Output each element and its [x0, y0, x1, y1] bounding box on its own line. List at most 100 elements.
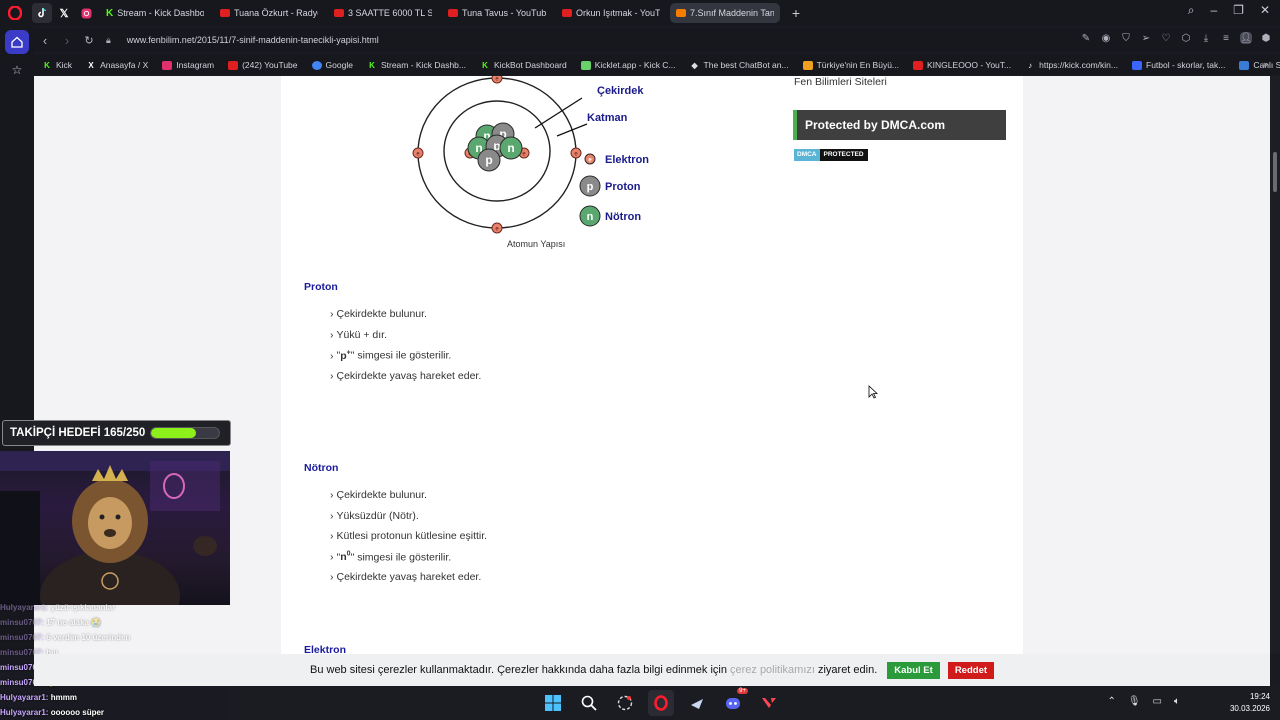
star-icon: ☆: [11, 63, 23, 77]
bookmark-13[interactable]: Canlı Sonuçlar - İdd...: [1239, 60, 1280, 70]
bookmark-12[interactable]: Futbol - skorlar, tak...: [1132, 60, 1225, 70]
item-text: Çekirdekte bulunur.: [336, 308, 427, 320]
menu-icon[interactable]: ≡: [1223, 32, 1229, 44]
restore-button[interactable]: ❐: [1233, 3, 1244, 17]
shield-icon[interactable]: ⛉: [1122, 32, 1130, 44]
reload-button[interactable]: ↻: [84, 34, 94, 47]
bookmark-11[interactable]: ♪https://kick.com/kin...: [1025, 60, 1118, 70]
system-clock[interactable]: 19:24 30.03.2026: [1229, 692, 1270, 713]
search-tabs-icon[interactable]: ⌕: [1187, 3, 1195, 17]
taskbar-search-button[interactable]: [576, 690, 602, 716]
tab-4[interactable]: Orkun Işıtmak - YouTube: [556, 3, 666, 23]
url-field[interactable]: www.fenbilim.net/2015/11/7-sinif-maddeni…: [126, 35, 379, 45]
home-icon: [11, 36, 23, 48]
bookmark-label: Canlı Sonuçlar - İdd...: [1253, 60, 1280, 70]
cookie-text: Bu web sitesi çerezler kullanmaktadır. Ç…: [309, 664, 727, 676]
bookmark-8[interactable]: ◆The best ChatBot an...: [690, 60, 788, 70]
dmca-badge[interactable]: DMCA PROTECTED: [794, 149, 868, 161]
bookmark-10[interactable]: KINGLEOOO - YouT...: [913, 60, 1011, 70]
chevron-right-icon: ›: [330, 509, 334, 522]
electron-dot: [570, 147, 582, 159]
youtube-icon: [913, 60, 924, 70]
bookmarks-overflow-icon[interactable]: »: [1262, 59, 1268, 69]
accept-cookies-button[interactable]: Kabul Et: [887, 661, 940, 679]
tiktok-icon: ♪: [1028, 60, 1033, 70]
reject-cookies-button[interactable]: Reddet: [947, 661, 995, 679]
taskbar-valorant[interactable]: [756, 690, 782, 716]
mouse-cursor-icon: [868, 385, 878, 399]
display-icon[interactable]: ▭: [1152, 696, 1162, 707]
electron-dot: [412, 147, 424, 159]
volume-icon[interactable]: 🔈︎: [1174, 696, 1180, 707]
notron-item: ›Kütlesi protonun kütlesine eşittir.: [330, 530, 487, 551]
discord-icon: [726, 698, 740, 709]
minimize-button[interactable]: –: [1210, 3, 1218, 17]
chat-username: minsu0707:: [0, 648, 45, 657]
legend-label: Proton: [605, 181, 641, 193]
follower-goal-widget: TAKİPÇİ HEDEFİ 165/250: [2, 420, 231, 446]
camera-icon[interactable]: ◉: [1101, 32, 1111, 44]
bookmark-label: KINGLEOOO - YouT...: [927, 60, 1012, 70]
nucleus-particle-label: p: [499, 127, 506, 141]
taskbar-app-gx[interactable]: [612, 690, 638, 716]
tiktok-pinned-tab[interactable]: [32, 3, 52, 23]
close-button[interactable]: ✕: [1259, 3, 1270, 17]
tab-label: 3 SAATTE 6000 TL SERİSİ #: [348, 8, 432, 18]
electron-label: e: [495, 227, 499, 233]
kicklet-icon: [580, 60, 591, 70]
cookie-policy-link[interactable]: çerez politikamızı: [729, 664, 815, 676]
chevron-right-icon: ›: [330, 308, 334, 320]
back-button[interactable]: ‹: [42, 32, 48, 48]
send-icon[interactable]: ➢: [1141, 32, 1151, 44]
bookmark-9[interactable]: Türkiye'nin En Büyü...: [802, 60, 899, 70]
item-text: ": [336, 349, 341, 362]
extension-icon[interactable]: ⬢: [1261, 32, 1271, 44]
taskbar-opera[interactable]: [648, 690, 674, 716]
forward-button[interactable]: ›: [64, 32, 70, 48]
heart-icon[interactable]: ♡: [1161, 32, 1171, 44]
scroll-thumb[interactable]: [1273, 152, 1277, 192]
bookmark-7[interactable]: Kicklet.app - Kick C...: [580, 60, 676, 70]
shell-label: Katman: [587, 112, 628, 124]
x-pinned-tab[interactable]: 𝕏: [54, 3, 74, 23]
bookmark-label: Stream - Kick Dashb...: [380, 60, 466, 70]
microphone-icon[interactable]: 🎙︎: [1127, 696, 1141, 707]
profile-icon[interactable]: 👤︎: [1239, 32, 1253, 44]
instagram-pinned-tab[interactable]: [76, 3, 96, 23]
tab-1[interactable]: Tuana Özkurt - Radyoda M: [214, 3, 324, 23]
bookmark-2[interactable]: Instagram: [162, 60, 214, 70]
item-text: Çekirdekte yavaş hareket eder.: [336, 369, 482, 382]
tray-overflow-icon[interactable]: ⌃: [1107, 696, 1116, 707]
page-scrollbar[interactable]: [1270, 76, 1280, 654]
new-tab-button[interactable]: +: [791, 5, 801, 21]
taskbar-steam[interactable]: [684, 690, 710, 716]
m-icon: [1239, 60, 1250, 70]
bookmark-3[interactable]: (242) YouTube: [228, 60, 298, 70]
opera-logo-icon[interactable]: [0, 0, 30, 26]
proton-item: ›Çekirdekte yavaş hareket eder.: [330, 370, 481, 391]
tab-5[interactable]: 7.Sınıf Maddenin Tanecikli: [670, 3, 780, 23]
notron-item: ›"n0" simgesi ile gösterilir.: [330, 551, 487, 572]
home-button[interactable]: [5, 30, 29, 54]
legend-nötron-marker: [579, 205, 601, 227]
bookmark-4[interactable]: Google: [311, 60, 353, 70]
download-icon[interactable]: ⤓: [1203, 32, 1209, 44]
edit-icon[interactable]: ✎: [1081, 32, 1091, 44]
favorites-button[interactable]: ☆: [5, 58, 29, 82]
cube-icon[interactable]: ⬡: [1181, 32, 1191, 44]
system-tray: ⌃ 🎙︎ ▭ 🔈︎: [1107, 696, 1180, 707]
windows-start-button[interactable]: [540, 690, 566, 716]
fen-sites-link[interactable]: Fen Bilimleri Siteleri: [794, 76, 887, 88]
tab-2[interactable]: 3 SAATTE 6000 TL SERİSİ #: [328, 3, 438, 23]
tab-3[interactable]: Tuna Tavus - YouTube: [442, 3, 552, 23]
chat-username: minsu0707:: [0, 633, 45, 642]
chevron-right-icon: ›: [330, 349, 334, 362]
taskbar-discord[interactable]: 9+: [720, 688, 748, 716]
